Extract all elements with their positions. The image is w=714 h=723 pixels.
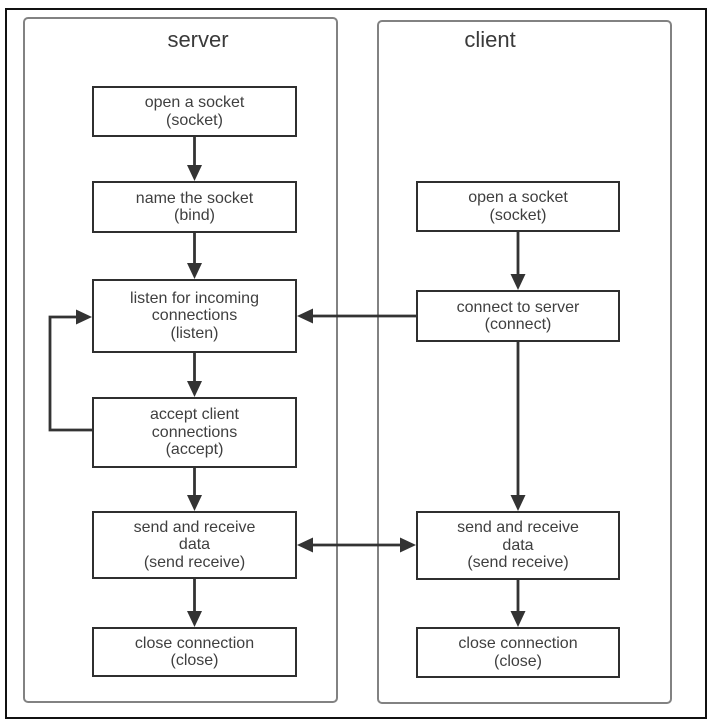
node-client-close: close connection (close) <box>416 627 620 678</box>
node-server-accept: accept client connections (accept) <box>92 397 297 468</box>
node-label-line: listen for incoming <box>130 289 259 307</box>
node-server-listen: listen for incoming connections (listen) <box>92 279 297 353</box>
node-label-line: (socket) <box>489 206 547 224</box>
node-server-bind: name the socket (bind) <box>92 181 297 233</box>
node-label-line: send and receive <box>133 518 256 536</box>
client-container <box>377 20 672 704</box>
node-server-open-socket: open a socket (socket) <box>92 86 297 137</box>
node-label-line: (socket) <box>166 111 223 129</box>
node-label-line: close connection <box>458 635 578 652</box>
node-label-line: open a socket <box>468 189 568 206</box>
node-label-line: accept client <box>150 406 239 424</box>
node-label-line: (send receive) <box>467 554 569 572</box>
node-client-send-receive: send and receive data (send receive) <box>416 511 620 580</box>
node-label-line: connections <box>151 307 238 325</box>
node-label-line: send and receive <box>457 519 579 537</box>
node-label-line: connections <box>151 423 238 441</box>
node-label-line: (close) <box>493 652 542 670</box>
node-label-line: (accept) <box>165 441 224 459</box>
node-label-line: (bind) <box>174 207 215 224</box>
node-label-line: close connection <box>134 634 255 652</box>
node-client-open-socket: open a socket (socket) <box>416 181 620 232</box>
node-client-connect: connect to server (connect) <box>416 290 620 342</box>
server-column-title: server <box>167 27 229 52</box>
node-label-line: connect to server <box>456 298 580 316</box>
node-server-send-receive: send and receive data (send receive) <box>92 511 297 579</box>
node-label-line: (close) <box>170 652 219 669</box>
node-label-line: data <box>178 536 211 554</box>
node-label-line: (connect) <box>484 316 552 333</box>
node-label-line: open a socket <box>144 94 245 111</box>
node-label-line: name the socket <box>135 189 254 207</box>
node-label-line: (listen) <box>170 324 219 342</box>
node-label-line: (send receive) <box>143 553 246 571</box>
client-column-title: client <box>464 27 516 52</box>
node-server-close: close connection (close) <box>92 627 297 677</box>
node-label-line: data <box>502 536 534 554</box>
